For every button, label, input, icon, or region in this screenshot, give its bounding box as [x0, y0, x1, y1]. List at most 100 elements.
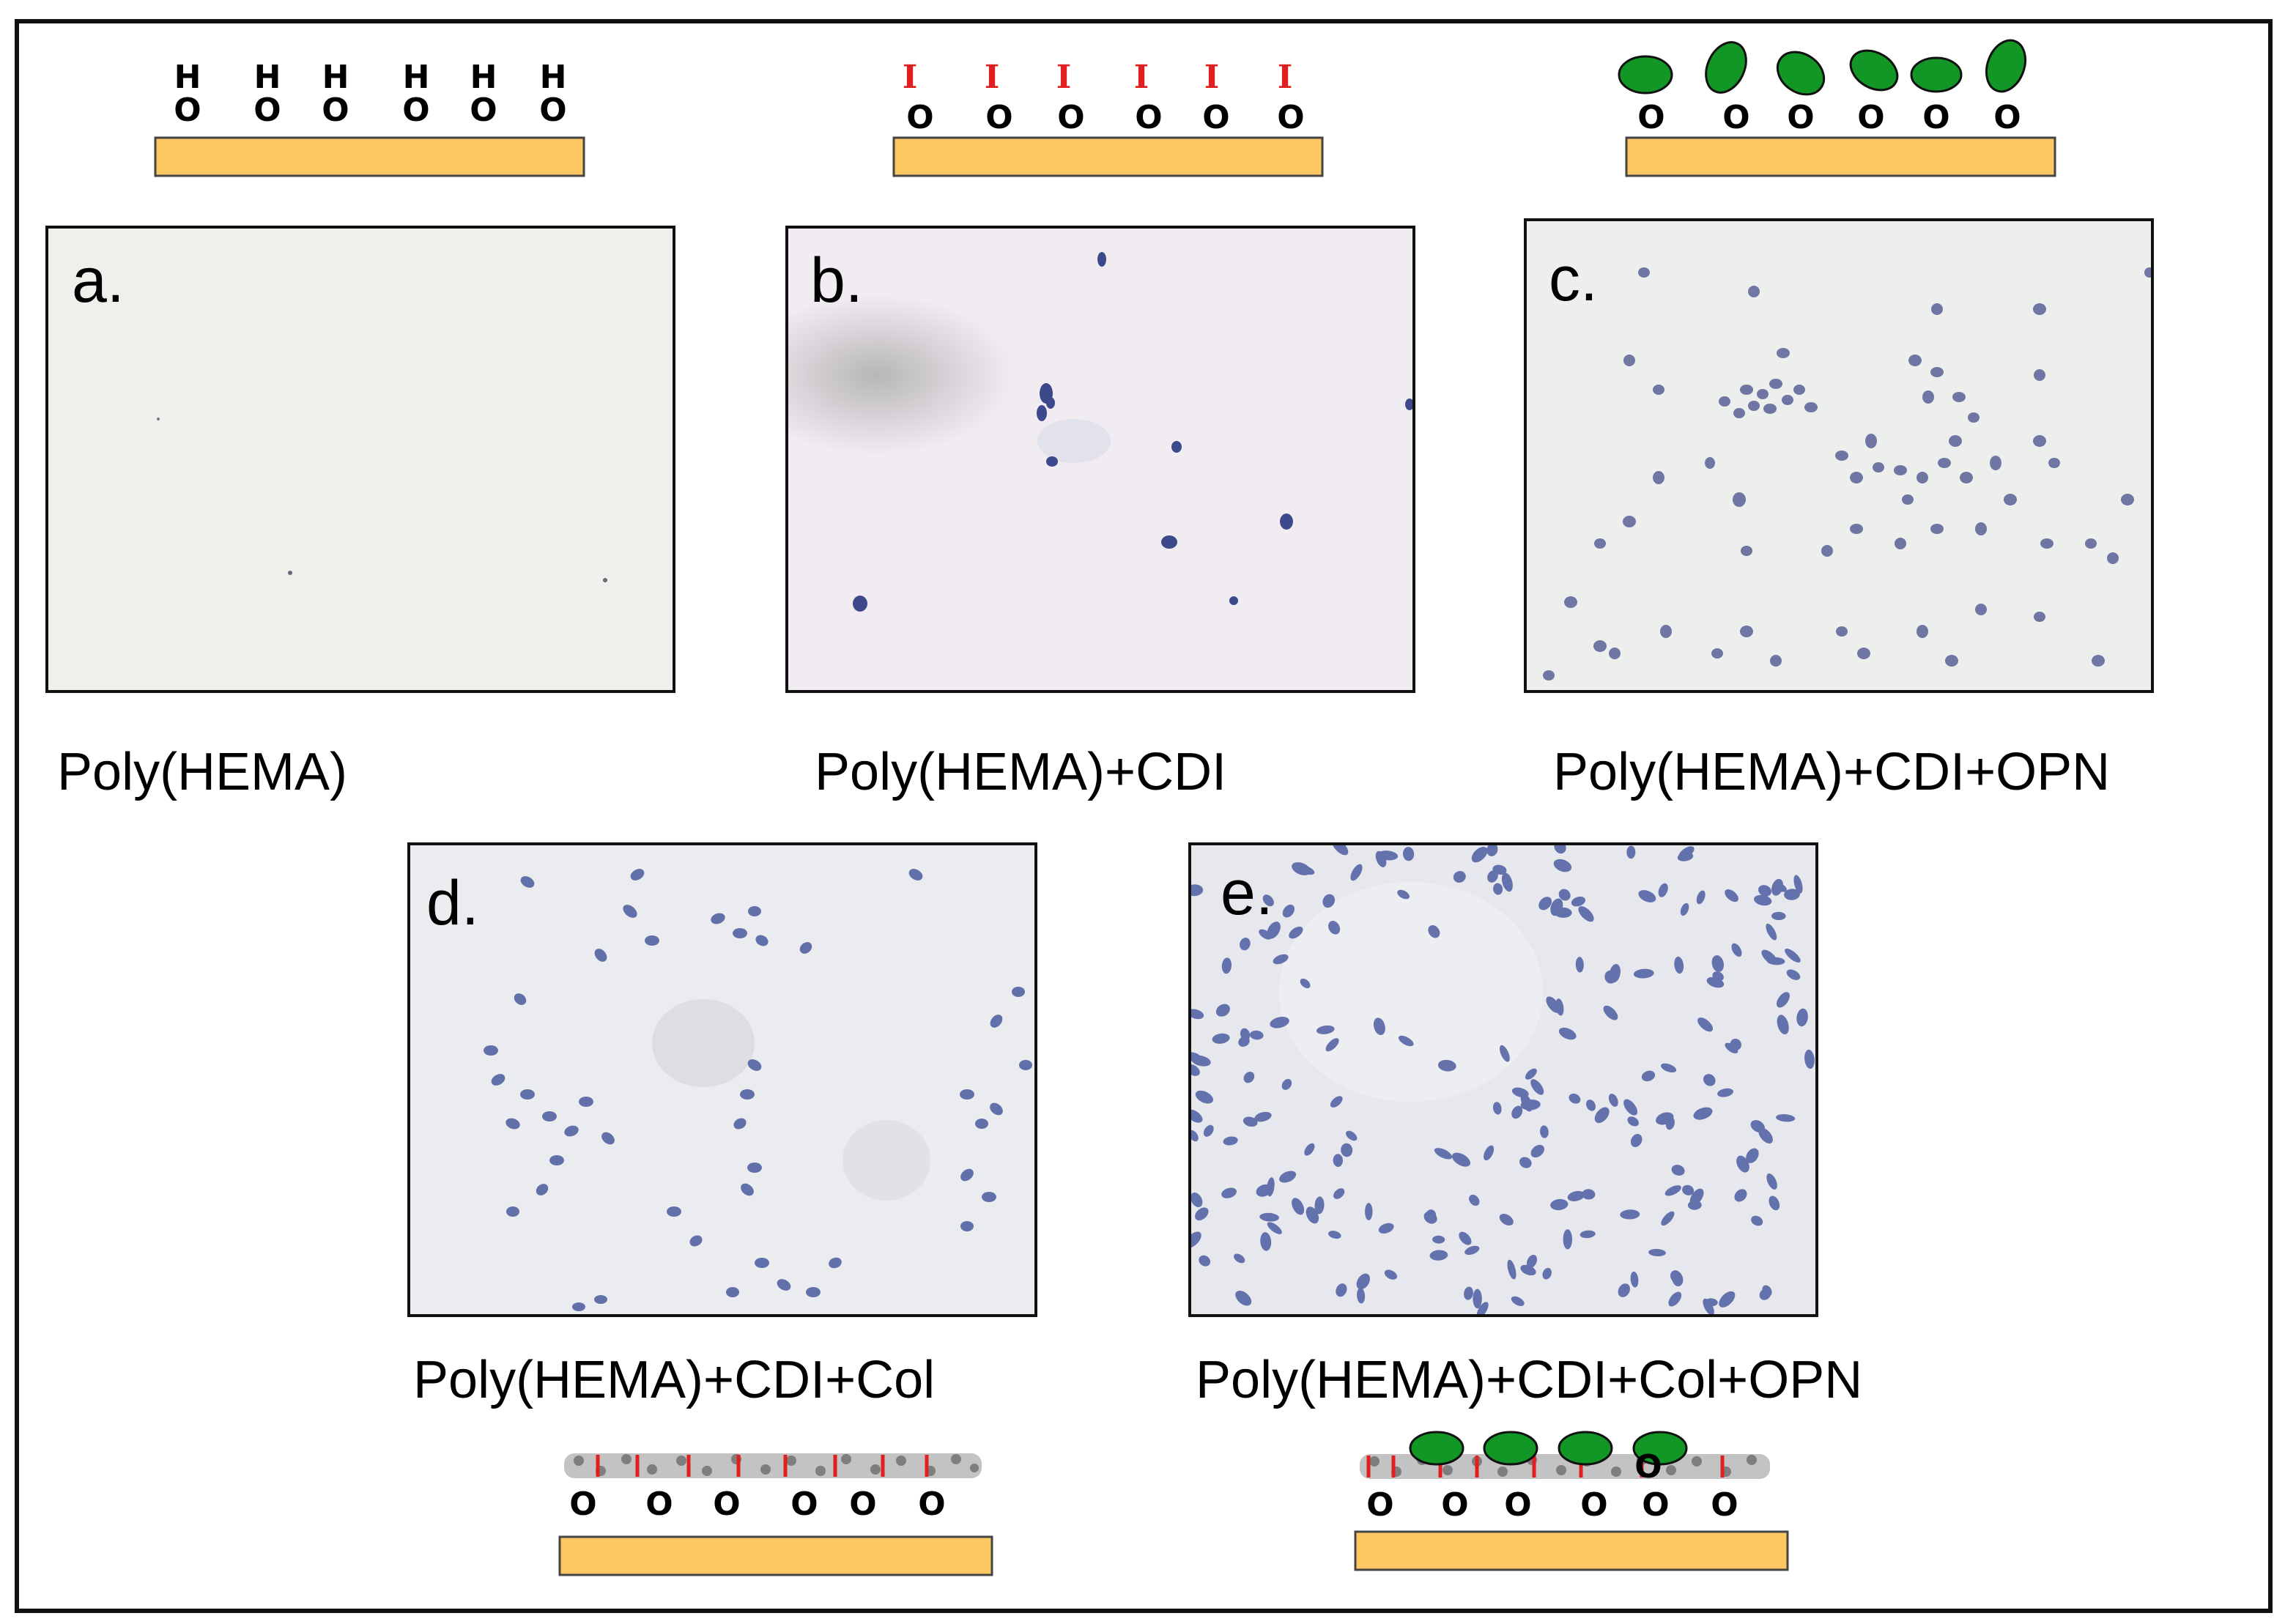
- micrograph-b-cells: [788, 229, 1412, 690]
- stained-cell: [1648, 1248, 1666, 1257]
- stained-cell: [1664, 1185, 1681, 1196]
- stained-cell: [1212, 1033, 1230, 1044]
- stained-cell: [1582, 1189, 1596, 1200]
- o-atom: O: [1857, 99, 1884, 136]
- substrate-bar: [892, 136, 1324, 177]
- stained-cell: [1569, 1093, 1581, 1104]
- stained-cell: [1586, 1100, 1596, 1111]
- o-atom: O: [1993, 99, 2021, 136]
- o-atom: O: [470, 92, 497, 129]
- stained-cell: [1398, 1035, 1414, 1047]
- h-atom: H: [470, 59, 497, 96]
- stained-cell: [1796, 1008, 1808, 1027]
- stained-cell: [1766, 957, 1785, 965]
- stained-cell: [1281, 1078, 1292, 1090]
- o-atom: O: [1711, 1486, 1738, 1524]
- caption-d: Poly(HEMA)+CDI+Col: [413, 1351, 936, 1409]
- stained-cell: [1674, 956, 1684, 974]
- stained-cell: [1282, 904, 1295, 918]
- stained-cell: [1627, 1116, 1639, 1127]
- opn-protein: [1558, 1431, 1613, 1466]
- micrograph-d: d.: [407, 842, 1037, 1317]
- stained-cell: [1670, 1270, 1682, 1283]
- schematic-collagen-surface: O O O O O O: [558, 1453, 993, 1576]
- stained-cell: [1238, 1036, 1250, 1048]
- o-atom: O: [1441, 1486, 1468, 1524]
- stained-cell: [1191, 1193, 1203, 1207]
- stained-cell: [1432, 1235, 1445, 1244]
- stained-cell: [1437, 1059, 1456, 1072]
- stained-cell: [1325, 1038, 1339, 1052]
- stained-cell: [1471, 846, 1488, 863]
- stained-cell: [1195, 1090, 1214, 1104]
- substrate-bar: [1354, 1530, 1789, 1571]
- stained-cell: [1530, 1144, 1545, 1158]
- stained-cell: [1316, 1025, 1335, 1034]
- stained-cell: [1499, 1213, 1514, 1226]
- stained-cell: [1540, 1125, 1549, 1138]
- stained-cell: [1725, 1042, 1738, 1053]
- o-atom: O: [402, 92, 429, 129]
- cdi-mark: I: [903, 59, 918, 96]
- cdi-mark: I: [1056, 59, 1072, 96]
- stained-cell: [1693, 1107, 1713, 1120]
- stained-cell: [1484, 1145, 1495, 1161]
- stained-cell: [1328, 1231, 1341, 1239]
- stained-cell: [1546, 996, 1560, 1013]
- stained-cell: [1191, 884, 1204, 897]
- stained-cell: [1554, 907, 1572, 918]
- cdi-mark: I: [1134, 59, 1149, 96]
- o-atom: O: [1057, 99, 1084, 136]
- stained-cell: [1333, 1154, 1344, 1167]
- stained-cell: [1641, 1070, 1656, 1082]
- stained-cell: [1620, 1209, 1640, 1220]
- o-atom: O: [1787, 99, 1814, 136]
- micrograph-c: c.: [1524, 218, 2154, 693]
- stained-cell: [1511, 1105, 1523, 1119]
- stained-cell: [1558, 1027, 1577, 1040]
- o-atom: O: [1135, 99, 1162, 136]
- o-atom: O: [1366, 1486, 1393, 1524]
- stained-cell: [1333, 1188, 1345, 1199]
- o-atom: O: [713, 1486, 740, 1523]
- stained-cell: [1199, 1255, 1211, 1267]
- caption-e: Poly(HEMA)+CDI+Col+OPN: [1196, 1351, 1863, 1409]
- stained-cell: [1203, 1124, 1214, 1137]
- stained-cell: [1402, 847, 1415, 861]
- stained-cell: [1289, 926, 1303, 939]
- stained-cell: [1678, 846, 1695, 860]
- micrograph-a-cells: [48, 229, 673, 690]
- h-atom: H: [403, 59, 430, 96]
- stained-cell: [1554, 845, 1566, 854]
- o-atom: O: [1504, 1486, 1531, 1524]
- stained-cell: [1223, 1136, 1238, 1146]
- stained-cell: [1260, 1232, 1272, 1251]
- opn-protein: [1849, 49, 1899, 92]
- opn-protein: [1776, 51, 1826, 96]
- o-atom: O: [174, 92, 201, 129]
- stained-cell: [1711, 955, 1725, 972]
- o-atom: O: [1202, 99, 1229, 136]
- stained-cell: [1250, 1030, 1264, 1040]
- stained-cell: [1259, 1212, 1279, 1222]
- opn-protein: [1483, 1431, 1538, 1466]
- stained-cell: [1571, 896, 1586, 907]
- stained-cell: [1687, 1200, 1702, 1210]
- stained-cell: [1357, 1288, 1366, 1304]
- stained-cell: [1279, 1171, 1297, 1183]
- h-atom: H: [322, 59, 349, 96]
- o-atom: O: [1722, 99, 1749, 136]
- caption-a: Poly(HEMA): [57, 743, 348, 801]
- stained-cell: [1267, 922, 1281, 939]
- stained-cell: [1754, 894, 1772, 906]
- cdi-mark: I: [985, 59, 1000, 96]
- stained-cell: [1771, 878, 1784, 896]
- stained-cell: [1746, 1148, 1759, 1163]
- stained-cell: [1451, 1152, 1471, 1167]
- micrograph-e-cells: [1191, 845, 1815, 1314]
- stained-cell: [1215, 1004, 1230, 1017]
- stained-cell: [1525, 1068, 1537, 1080]
- micrograph-c-cells: [1527, 221, 2151, 690]
- opn-protein: [1705, 41, 1747, 94]
- stained-cell: [1661, 1211, 1675, 1226]
